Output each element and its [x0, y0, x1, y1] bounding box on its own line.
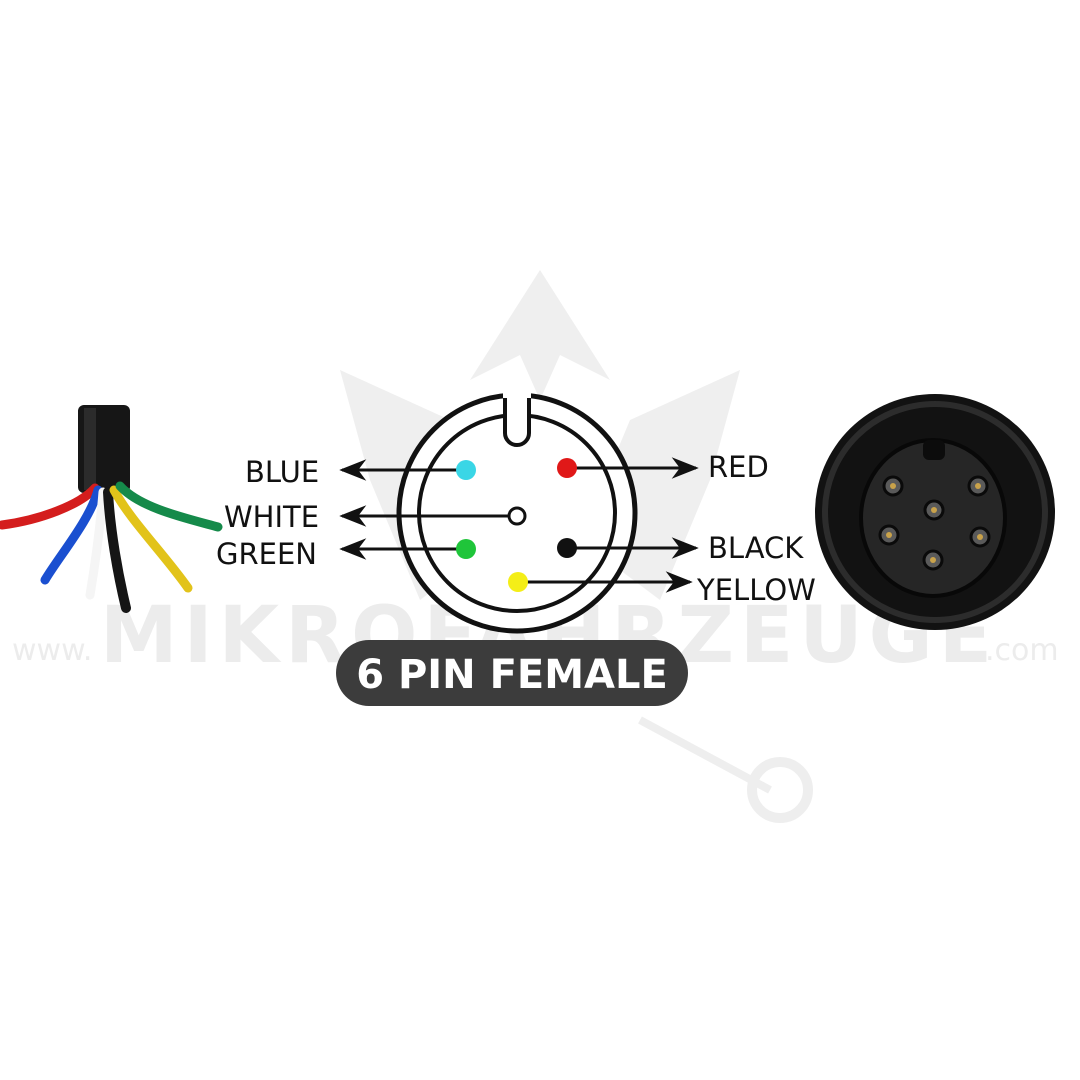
label-blue: BLUE	[245, 455, 319, 489]
pin-white-dot	[507, 506, 527, 526]
pin-count-badge: 6 PIN FEMALE	[336, 640, 688, 706]
wire-white	[85, 487, 108, 600]
wire-blue	[40, 485, 103, 585]
connector-key	[923, 440, 945, 460]
watermark-prefix: www.	[12, 633, 92, 668]
pin-green-dot	[456, 539, 476, 559]
pin-yellow-dot	[508, 572, 528, 592]
pin-black-dot	[557, 538, 577, 558]
wire-black	[103, 487, 131, 613]
connector-photo	[815, 394, 1055, 630]
cable-wires	[0, 405, 223, 613]
watermark-suffix: .com	[985, 633, 1059, 668]
badge-label: 6 PIN FEMALE	[356, 652, 668, 698]
wire-yellow	[109, 485, 193, 593]
label-black: BLACK	[708, 531, 804, 565]
label-yellow: YELLOW	[696, 573, 816, 607]
pin-blue-dot	[456, 460, 476, 480]
badge-background	[336, 640, 688, 706]
pin-red-dot	[557, 458, 577, 478]
wire-red	[0, 483, 100, 530]
wire-green	[115, 481, 223, 532]
label-red: RED	[708, 450, 769, 484]
connector-pin-holes	[878, 475, 991, 571]
label-green: GREEN	[216, 537, 317, 571]
connector-face-diagram: BLUE WHITE GREEN RED BLACK YELLOW	[216, 390, 816, 634]
label-white: WHITE	[224, 500, 319, 534]
key-notch	[503, 393, 531, 447]
